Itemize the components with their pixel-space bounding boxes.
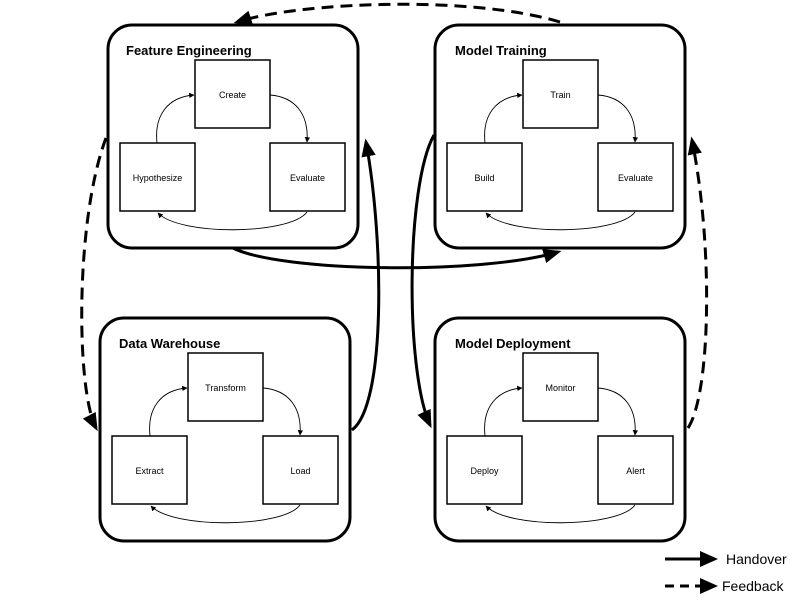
legend-label-handover: Handover [726, 551, 787, 567]
step-box-build [446, 142, 523, 212]
panel-feature-engineering: Feature Engineering Create Hypothesize E… [106, 23, 360, 250]
step-box-monitor [522, 352, 599, 422]
feedback-arrow-model-training-to-feature-engineering [233, 2, 561, 25]
cycle-arrow-train-to-evaluate [597, 94, 639, 143]
cycle-arrow-evaluate-to-build [485, 211, 636, 231]
step-box-extract [111, 435, 188, 505]
step-box-train [522, 59, 599, 129]
feedback-arrow-model-deployment-to-model-training [686, 136, 709, 429]
step-label-create: Create [219, 90, 246, 100]
panel-title: Model Training [455, 43, 547, 58]
cycle-arrow-deploy-to-monitor [484, 385, 523, 437]
panel-frame [98, 316, 352, 543]
cycle-arrow-build-to-train [484, 92, 523, 144]
cycle-arrow-alert-to-deploy [485, 504, 636, 524]
step-box-load [262, 435, 339, 505]
step-label-train: Train [550, 90, 570, 100]
step-label-alert: Alert [626, 466, 645, 476]
panel-title: Model Deployment [455, 336, 571, 351]
step-label-evaluate: Evaluate [290, 173, 325, 183]
step-box-transform [187, 352, 264, 422]
cycle-arrow-evaluate-to-hypothesize [157, 211, 308, 231]
cycle-arrow-create-to-evaluate [269, 94, 311, 143]
panel-title: Feature Engineering [126, 43, 252, 58]
handover-arrow-model-training-to-model-deployment [410, 134, 436, 429]
panel-data-warehouse: Data Warehouse Transform Extract Load [98, 316, 352, 543]
cycle-arrow-extract-to-transform [149, 385, 188, 437]
panel-frame [106, 23, 360, 250]
legend: Handover Feedback [665, 551, 787, 594]
cycle-arrow-hypothesize-to-create [156, 92, 195, 144]
handover-arrow-data-warehouse-to-feature-engineering [351, 138, 381, 432]
panel-model-deployment: Model Deployment Monitor Deploy Alert [433, 316, 687, 543]
step-box-evaluate [597, 142, 674, 212]
step-box-alert [597, 435, 674, 505]
cycle-arrow-transform-to-load [262, 387, 304, 436]
panel-model-training: Model Training Train Build Evaluate [433, 23, 687, 250]
step-box-evaluate [269, 142, 346, 212]
step-label-extract: Extract [135, 466, 164, 476]
step-label-hypothesize: Hypothesize [133, 173, 183, 183]
step-box-hypothesize [119, 142, 196, 212]
legend-label-feedback: Feedback [722, 578, 784, 594]
step-label-deploy: Deploy [470, 466, 499, 476]
step-box-deploy [446, 435, 523, 505]
step-label-monitor: Monitor [545, 383, 575, 393]
handover-arrow-feature-engineering-to-model-training [232, 246, 562, 270]
legend-item-feedback: Feedback [665, 578, 784, 594]
legend-arrowhead-icon [700, 551, 718, 567]
cycle-arrow-monitor-to-alert [597, 387, 639, 436]
step-box-create [194, 59, 271, 129]
legend-arrowhead-icon [700, 578, 718, 594]
step-label-load: Load [290, 466, 310, 476]
cycle-arrow-load-to-extract [150, 504, 301, 524]
legend-item-handover: Handover [665, 551, 787, 567]
feedback-arrow-feature-engineering-to-data-warehouse [80, 137, 108, 432]
step-label-transform: Transform [205, 383, 246, 393]
step-label-build: Build [474, 173, 494, 183]
panel-frame [433, 316, 687, 543]
panel-frame [433, 23, 687, 250]
panel-title: Data Warehouse [119, 336, 220, 351]
step-label-evaluate: Evaluate [618, 173, 653, 183]
